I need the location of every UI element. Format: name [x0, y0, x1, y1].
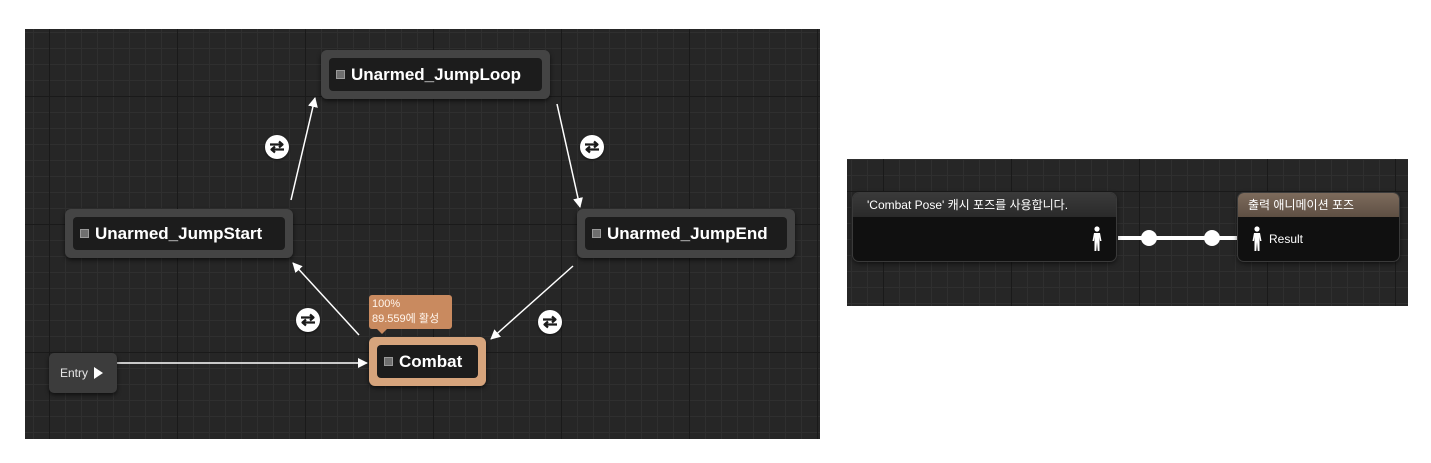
- state-node-jump-loop[interactable]: Unarmed_JumpLoop: [321, 50, 550, 99]
- state-label: Combat: [399, 351, 463, 371]
- state-icon: [80, 229, 89, 238]
- bidirectional-arrows-icon: [301, 313, 315, 327]
- person-pose-icon[interactable]: [1251, 226, 1263, 252]
- transition-rule-icon[interactable]: [580, 135, 604, 159]
- tooltip-weight: 100%: [372, 298, 401, 310]
- entry-play-icon: [94, 367, 104, 379]
- state-node-jump-end[interactable]: Unarmed_JumpEnd: [577, 209, 795, 258]
- entry-label: Entry: [60, 366, 89, 380]
- state-label: Unarmed_JumpEnd: [607, 223, 768, 243]
- state-node-jump-start[interactable]: Unarmed_JumpStart: [65, 209, 293, 258]
- bidirectional-arrows-icon: [270, 140, 284, 154]
- state-icon: [592, 229, 601, 238]
- use-cached-pose-node[interactable]: 'Combat Pose' 캐시 포즈를 사용합니다.: [853, 193, 1116, 261]
- state-icon: [384, 357, 393, 366]
- state-label: Unarmed_JumpStart: [95, 223, 263, 243]
- transition-rule-icon[interactable]: [265, 135, 289, 159]
- node-title: 'Combat Pose' 캐시 포즈를 사용합니다.: [853, 193, 1116, 217]
- bidirectional-arrows-icon: [585, 140, 599, 154]
- output-pose-node[interactable]: 출력 애니메이션 포즈 Result: [1238, 193, 1399, 261]
- person-pose-icon[interactable]: [1091, 226, 1103, 252]
- result-pin-label: Result: [1269, 232, 1304, 246]
- state-icon: [336, 70, 345, 79]
- entry-node[interactable]: Entry: [49, 353, 117, 393]
- node-title: 출력 애니메이션 포즈: [1238, 193, 1399, 217]
- tooltip-active-time: 89.559에 활성: [372, 313, 440, 325]
- transition-rule-icon[interactable]: [296, 308, 320, 332]
- bidirectional-arrows-icon: [543, 315, 557, 329]
- state-node-combat[interactable]: Combat: [369, 337, 486, 386]
- active-state-tooltip: 100% 89.559에 활성: [369, 295, 452, 334]
- transition-rule-icon[interactable]: [538, 310, 562, 334]
- state-label: Unarmed_JumpLoop: [351, 64, 522, 84]
